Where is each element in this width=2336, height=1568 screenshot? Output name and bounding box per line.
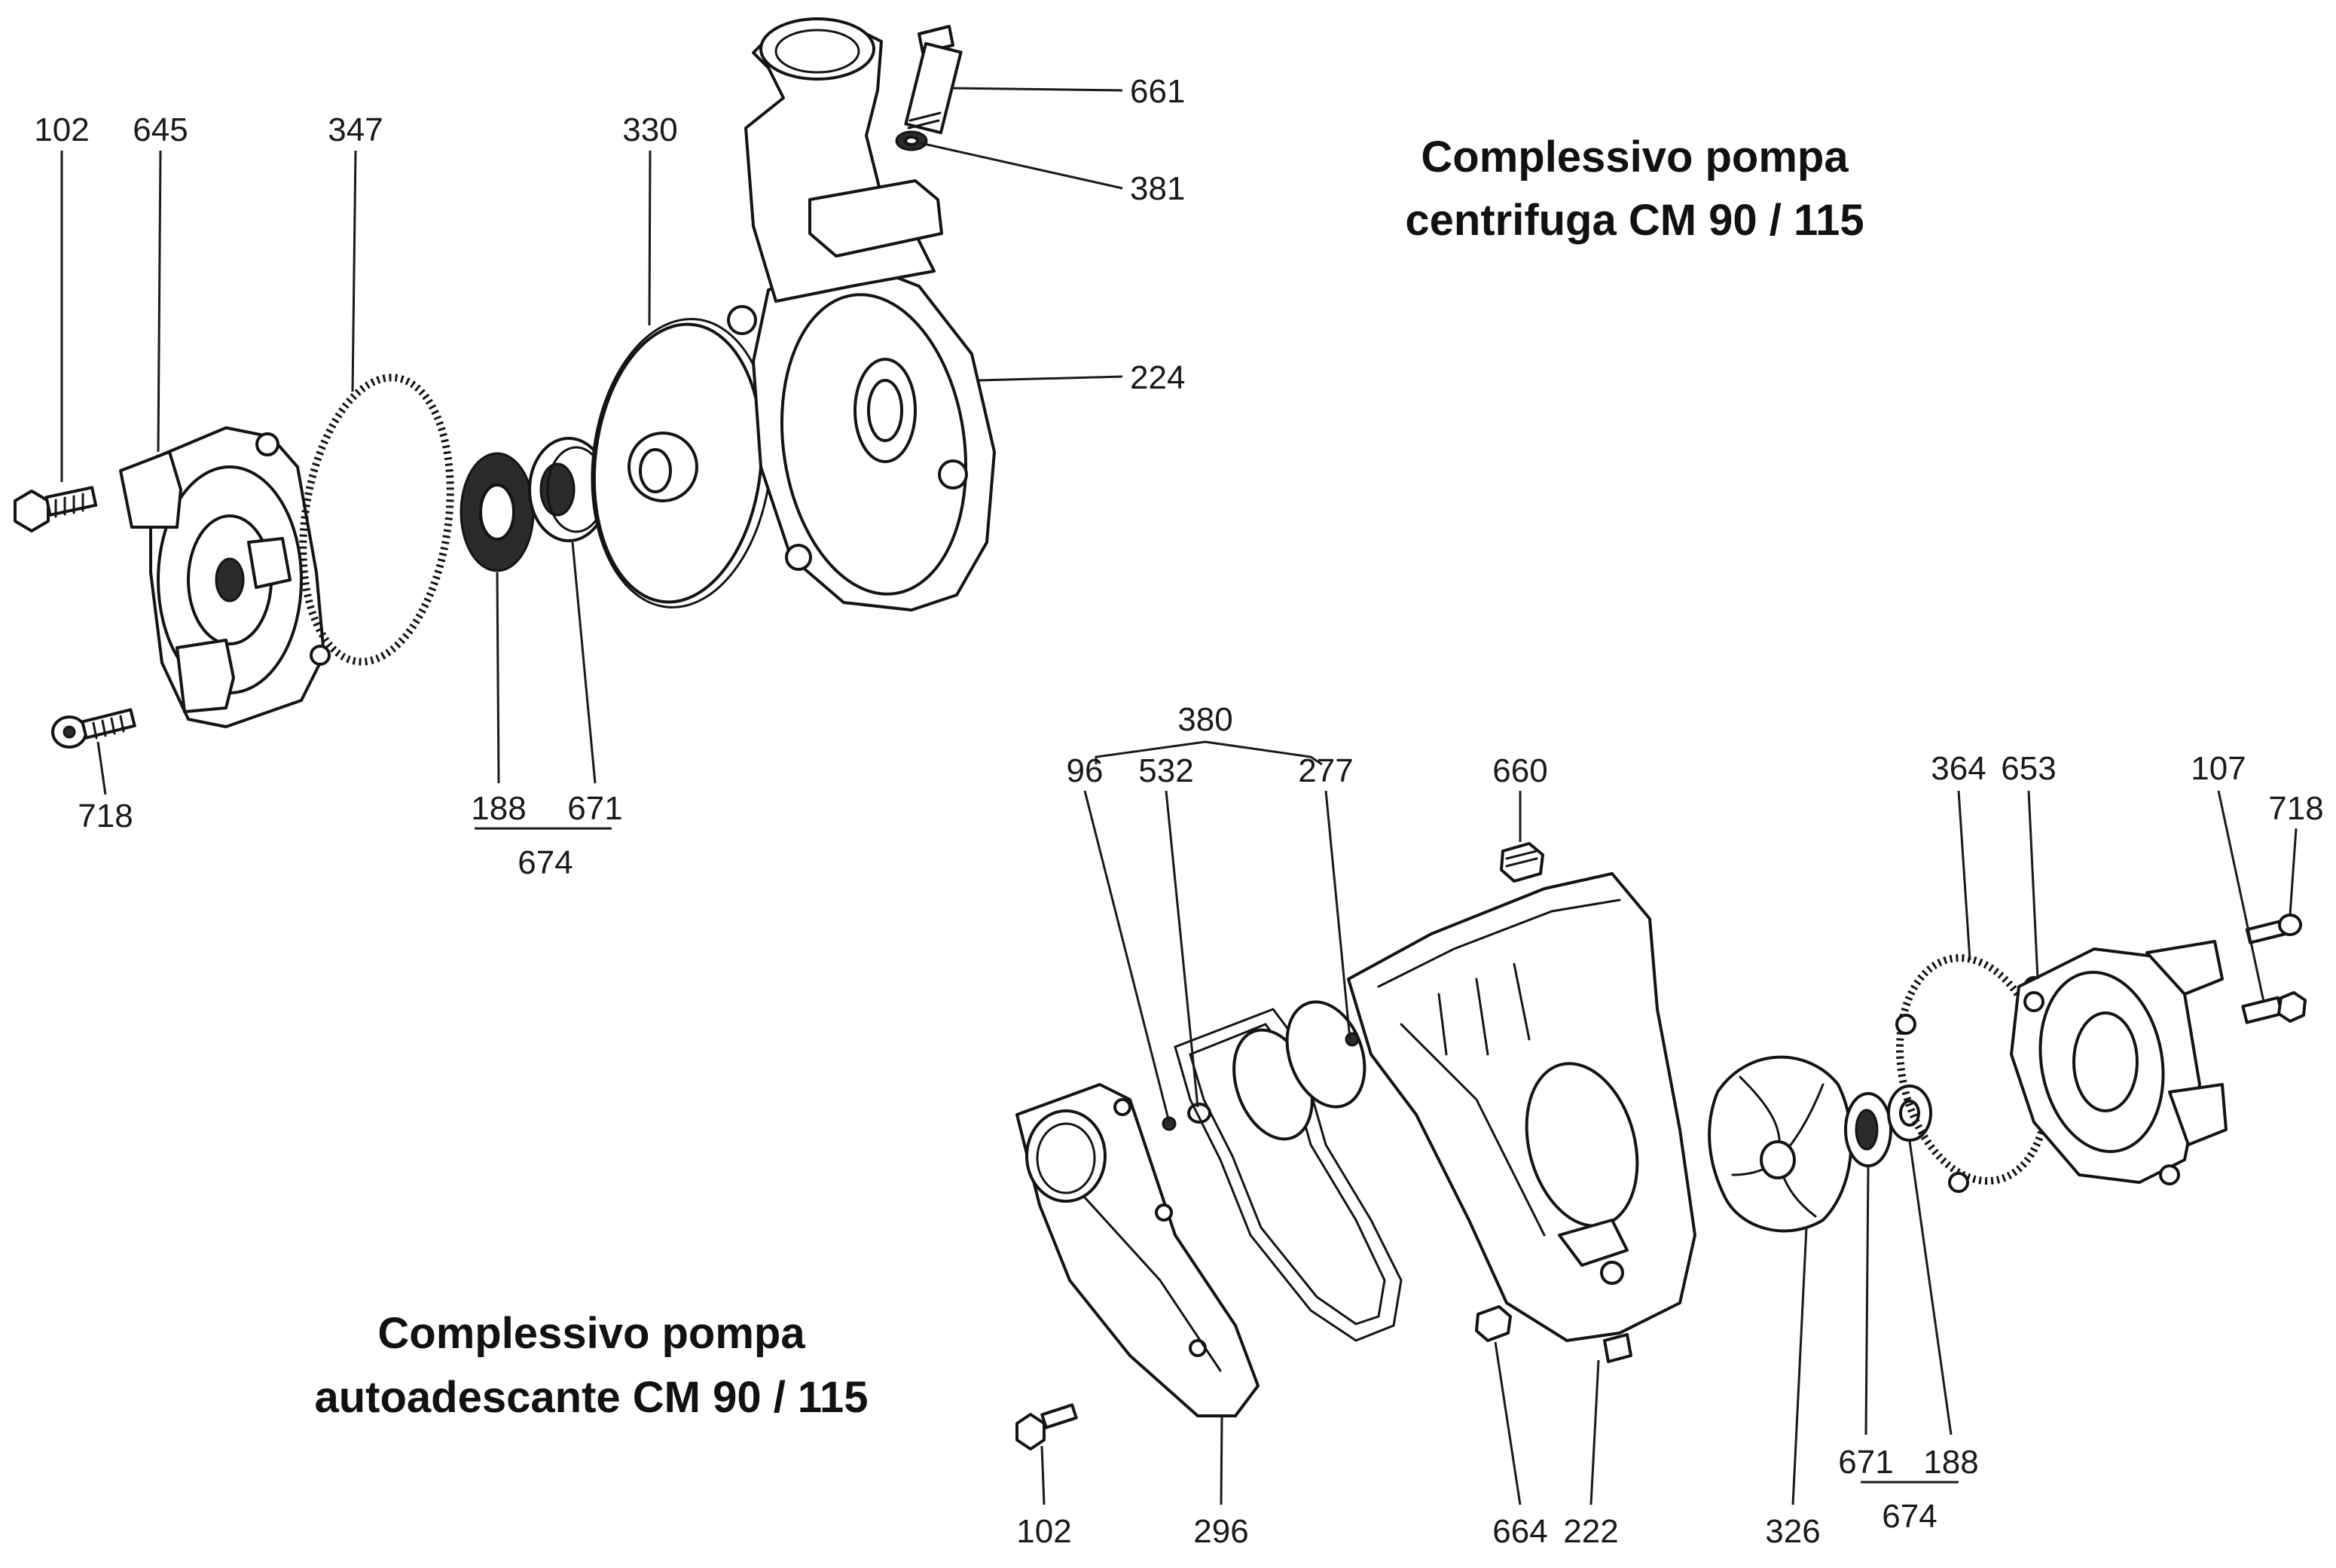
label-674: 674 — [518, 844, 573, 881]
leader-lines — [60, 87, 2298, 1505]
part-277-valve — [1232, 1000, 1366, 1141]
label-364: 364 — [1931, 750, 1986, 787]
label-532: 532 — [1138, 752, 1193, 789]
label-96: 96 — [1067, 752, 1104, 789]
part-661-pin — [904, 25, 963, 135]
label-347: 347 — [328, 111, 383, 148]
label-671-bottom: 671 — [1838, 1444, 1893, 1481]
part-102-bolt-bottom — [1015, 1403, 1078, 1451]
label-674-bottom: 674 — [1882, 1498, 1937, 1535]
label-224: 224 — [1130, 359, 1185, 396]
label-102: 102 — [34, 111, 89, 148]
part-224-casing — [727, 17, 996, 612]
part-330-impeller — [591, 318, 773, 609]
bottom-assembly-parts — [1015, 842, 2307, 1451]
label-718-bottom: 718 — [2268, 790, 2323, 827]
label-664: 664 — [1492, 1513, 1547, 1550]
title-centrifuga-line1: Complessivo pompa — [1421, 133, 1849, 182]
title-autoadescante: Complessivo pompa autoadescante CM 90 / … — [315, 1309, 869, 1422]
label-660: 660 — [1492, 752, 1547, 789]
part-188-seal — [460, 452, 535, 572]
label-102-bottom: 102 — [1016, 1513, 1071, 1550]
part-718-screw — [51, 708, 136, 749]
label-718: 718 — [78, 798, 133, 834]
part-296-cover — [1015, 1083, 1260, 1417]
part-326-impeller — [1708, 1055, 1853, 1233]
top-assembly-parts — [14, 17, 996, 749]
bottom-labels: 380 96 532 277 660 364 653 107 718 102 2… — [1016, 701, 2323, 1550]
part-671-seal-bottom — [1844, 1092, 1892, 1167]
label-330: 330 — [622, 111, 677, 148]
label-188-bottom: 188 — [1923, 1444, 1978, 1481]
label-661: 661 — [1130, 73, 1185, 110]
part-660-plug — [1500, 842, 1544, 883]
part-188-seal-bottom — [1887, 1084, 1932, 1142]
part-381-washer — [895, 130, 928, 151]
part-645-flange — [119, 426, 331, 728]
label-380: 380 — [1177, 701, 1232, 738]
title-autoadescante-line1: Complessivo pompa — [377, 1309, 805, 1358]
part-222-body — [1347, 872, 1696, 1363]
label-671: 671 — [567, 790, 622, 827]
part-653-flange — [2010, 940, 2228, 1185]
label-645: 645 — [133, 111, 188, 148]
part-107-bolt — [2241, 991, 2307, 1024]
part-347-gasket — [299, 374, 454, 666]
label-222: 222 — [1563, 1513, 1618, 1550]
label-381: 381 — [1130, 170, 1185, 207]
part-102-bolt — [14, 486, 98, 532]
label-326: 326 — [1765, 1513, 1820, 1550]
title-centrifuga-line2: centrifuga CM 90 / 115 — [1405, 196, 1864, 245]
title-autoadescante-line2: autoadescante CM 90 / 115 — [315, 1373, 869, 1422]
part-718-screw-bottom — [2245, 914, 2302, 944]
label-277: 277 — [1298, 752, 1353, 789]
label-188: 188 — [471, 790, 526, 827]
title-centrifuga: Complessivo pompa centrifuga CM 90 / 115 — [1405, 133, 1864, 245]
label-107: 107 — [2191, 750, 2246, 787]
label-296: 296 — [1193, 1513, 1248, 1550]
part-664-plug — [1475, 1305, 1512, 1342]
label-653: 653 — [2001, 750, 2056, 787]
top-labels: 102 645 347 330 661 381 224 718 188 671 … — [34, 73, 1185, 881]
